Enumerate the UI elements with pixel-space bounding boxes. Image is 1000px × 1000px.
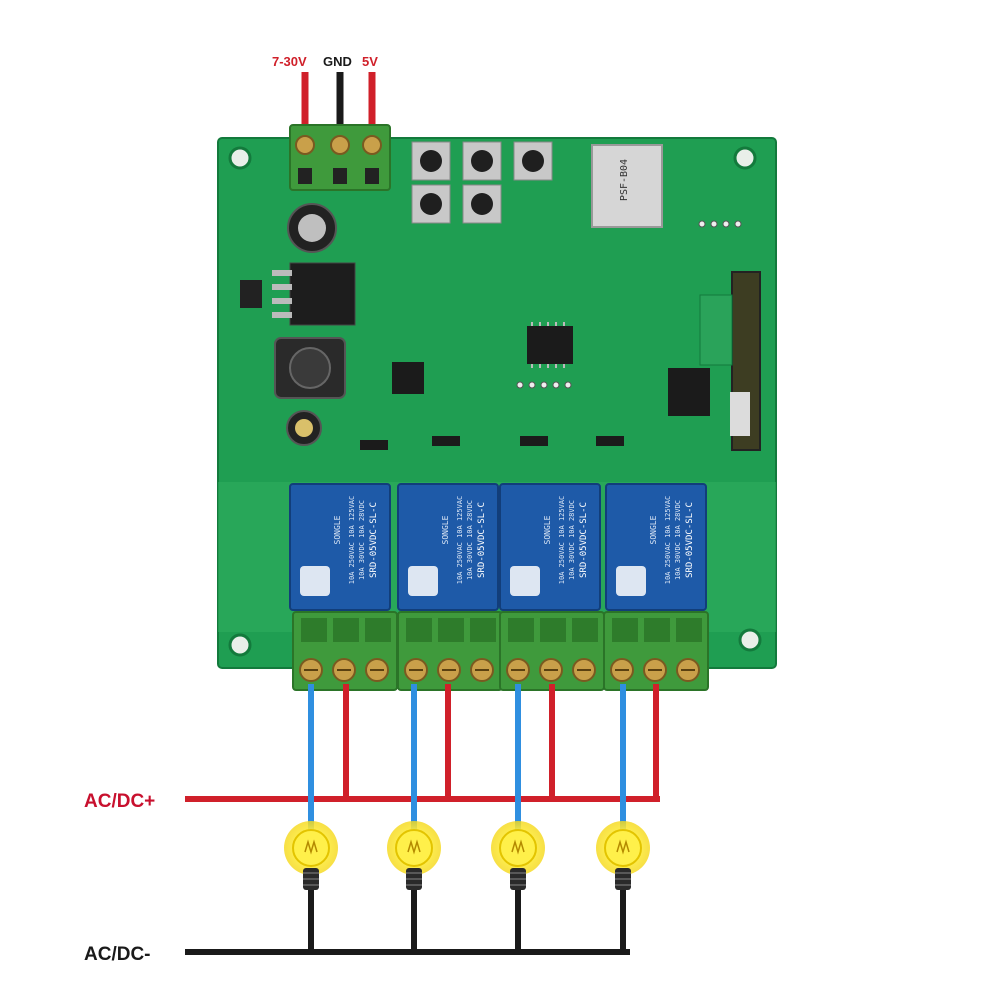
vin-label: 7-30V — [272, 54, 307, 69]
relay-model: SRD-05VDC-SL-C — [477, 502, 487, 578]
load-wiring — [185, 684, 660, 955]
relay-rating-1: 10A 250VAC 10A 125VAC — [348, 496, 356, 585]
relays: SONGLE SRD-05VDC-SL-C 10A 250VAC 10A 125VA… — [289, 483, 707, 611]
capacitor-large — [287, 203, 337, 253]
relay-rating-1: 10A 250VAC 10A 125VAC — [558, 496, 566, 585]
relay-rating-2: 10A 30VDC 10A 28VDC — [358, 500, 366, 580]
relay-2: SONGLE SRD-05VDC-SL-C 10A 250VAC 10A 125VA… — [397, 483, 499, 611]
terminal-block-1 — [292, 611, 398, 691]
driver-ic — [392, 362, 710, 416]
rf-receiver-module — [699, 271, 761, 451]
terminal-block-4 — [603, 611, 709, 691]
button-1[interactable] — [411, 141, 451, 181]
power-terminal-block — [289, 124, 391, 191]
light-bulb-icon — [387, 821, 441, 890]
screw-icon — [330, 135, 350, 155]
relay-4: SONGLE SRD-05VDC-SL-C 10A 250VAC 10A 125VA… — [605, 483, 707, 611]
terminal-block-3 — [499, 611, 605, 691]
voltage-regulator — [240, 262, 356, 326]
transistor — [392, 362, 424, 394]
header-row — [516, 381, 572, 389]
relay-1: SONGLE SRD-05VDC-SL-C 10A 250VAC 10A 125VA… — [289, 483, 391, 611]
wifi-module: PSF-B04 — [591, 144, 663, 228]
light-bulb-icon — [491, 821, 545, 890]
pin-header — [698, 220, 742, 228]
mount-hole-icon — [228, 633, 252, 657]
mounting-holes — [228, 146, 762, 657]
button-3[interactable] — [513, 141, 553, 181]
microcontroller — [527, 322, 573, 368]
terminal-block-2 — [397, 611, 503, 691]
button-5[interactable] — [462, 184, 502, 224]
wifi-module-label: PSF-B04 — [619, 159, 630, 201]
songle-logo-icon — [408, 566, 438, 596]
relay-brand: SONGLE — [649, 515, 658, 544]
button-4[interactable] — [411, 184, 451, 224]
relay-brand: SONGLE — [333, 515, 342, 544]
relay-brand: SONGLE — [441, 515, 450, 544]
tactile-buttons — [411, 141, 553, 224]
relay-3: SONGLE SRD-05VDC-SL-C 10A 250VAC 10A 125VA… — [499, 483, 601, 611]
relay-model: SRD-05VDC-SL-C — [685, 502, 695, 578]
ac-dc-negative-label: AC/DC- — [84, 944, 151, 965]
v5-label: 5V — [362, 54, 378, 69]
capacitor-small — [286, 410, 322, 446]
light-bulb-icon — [284, 821, 338, 890]
output-terminal-blocks — [292, 611, 709, 691]
relay-model: SRD-05VDC-SL-C — [579, 502, 589, 578]
screw-icon — [295, 135, 315, 155]
gnd-label: GND — [323, 54, 352, 69]
relay-brand: SONGLE — [543, 515, 552, 544]
screw-icon — [362, 135, 382, 155]
relay-rating-1: 10A 250VAC 10A 125VAC — [456, 496, 464, 585]
relay-rating-2: 10A 30VDC 10A 28VDC — [466, 500, 474, 580]
relay-rating-2: 10A 30VDC 10A 28VDC — [674, 500, 682, 580]
relay-rating-2: 10A 30VDC 10A 28VDC — [568, 500, 576, 580]
mount-hole-icon — [228, 146, 252, 170]
songle-logo-icon — [300, 566, 330, 596]
light-bulb-icon — [596, 821, 650, 890]
button-2[interactable] — [462, 141, 502, 181]
relay-model: SRD-05VDC-SL-C — [369, 502, 379, 578]
songle-logo-icon — [510, 566, 540, 596]
mount-hole-icon — [733, 146, 757, 170]
ac-dc-positive-label: AC/DC+ — [84, 791, 155, 812]
diode-row — [360, 436, 624, 450]
relay-rating-1: 10A 250VAC 10A 125VAC — [664, 496, 672, 585]
relay-board: PSF-B04 — [217, 124, 777, 691]
diode-smd — [240, 280, 262, 308]
mount-hole-icon — [738, 628, 762, 652]
inductor — [274, 337, 346, 399]
songle-logo-icon — [616, 566, 646, 596]
